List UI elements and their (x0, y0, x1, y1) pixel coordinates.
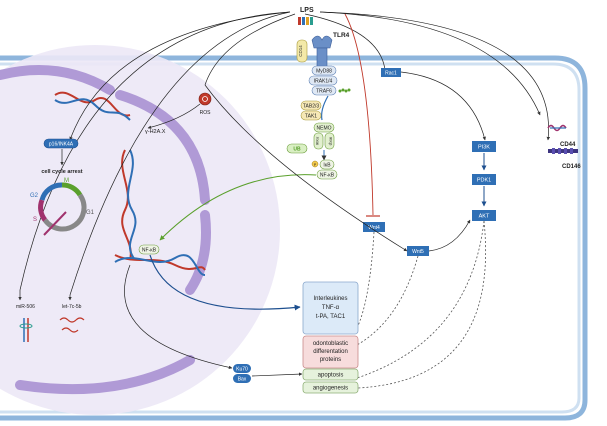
lps-inhibits-wnt4 (344, 13, 380, 217)
svg-text:NEMO: NEMO (317, 126, 332, 132)
nfkb-nuclear-pill: NF-κB (138, 244, 160, 255)
tak1-pill: TAK1 (300, 110, 322, 121)
ub-chain: UB (286, 143, 308, 154)
svg-text:Bax: Bax (238, 377, 247, 383)
svg-text:IKKα: IKKα (315, 136, 320, 145)
lps-molecule: LPS (298, 7, 314, 25)
pi3k-box: PI3K (472, 141, 496, 152)
cd44-label: CD44 (560, 142, 576, 148)
tlr4-label: TLR4 (333, 32, 350, 39)
angiogenesis-box: angiogenesis (302, 381, 359, 394)
cell-membrane (0, 55, 588, 421)
svg-text:IKKβ: IKKβ (329, 137, 334, 146)
svg-text:Wnt5: Wnt5 (412, 249, 424, 255)
svg-text:proteins: proteins (320, 357, 341, 363)
let7-label: let-7c-5b (62, 304, 82, 310)
mir506-label: miR-506 (16, 304, 35, 310)
nfkb-cyto-pill: NF-κB (316, 169, 338, 180)
cd14-label: CD14 (298, 45, 303, 57)
gamma-h2ax-label: γ-H2A.X (145, 129, 166, 135)
ku70-pill: Ku70 (233, 364, 251, 373)
ros-to-h2ax-line (147, 103, 201, 129)
svg-text:PDK1: PDK1 (477, 178, 491, 184)
svg-text:differentation: differentation (313, 349, 348, 355)
svg-text:TRAF6: TRAF6 (316, 89, 332, 95)
cytokines-box: Interleukines TNF-α t-PA, TAC1 (302, 281, 359, 335)
irak-pill: IRAK1/4 (308, 75, 338, 86)
odontoblastic-box: odontoblastic differentation proteins (302, 335, 359, 369)
pdk1-box: PDK1 (472, 174, 496, 185)
dna-strands (54, 91, 206, 276)
traf6-pill: TRAF6 (311, 85, 337, 96)
svg-text:Rac1: Rac1 (385, 71, 397, 77)
phase-g2: G2 (30, 193, 39, 199)
svg-text:NF-κB: NF-κB (320, 173, 335, 179)
phase-m: M (64, 178, 69, 184)
ikka-capsule: IKKα (313, 132, 324, 150)
nfkb-translocation-arrow (159, 174, 317, 241)
lps-connection-lines (19, 11, 551, 296)
wnt4-box: Wnt4 (363, 222, 385, 232)
apoptosis-box: apoptosis (302, 368, 359, 381)
cd44-receptor: CD44 (547, 124, 576, 148)
svg-text:Ku70: Ku70 (236, 367, 248, 373)
ikb-pill: IκB (319, 159, 335, 170)
phase-s: S (33, 217, 37, 223)
dotted-links (356, 220, 486, 389)
svg-text:PI3K: PI3K (478, 145, 490, 151)
ikkb-capsule: IKKβ (324, 132, 335, 150)
phospho-dot: P (311, 160, 319, 168)
cell-cycle-ring: M G2 S G1 (30, 178, 95, 236)
rac1-box: Rac1 (381, 68, 401, 77)
p16-pill: p16/INK4A (43, 138, 79, 149)
lps-to-wnt5-line (204, 84, 408, 252)
svg-text:IκB: IκB (323, 163, 331, 169)
bax-pill: Bax (233, 374, 251, 383)
svg-text:angiogenesis: angiogenesis (313, 386, 348, 392)
ubiquitin-chain (338, 88, 351, 93)
svg-text:IRAK1/4: IRAK1/4 (314, 79, 333, 85)
nemo-pill: NEMO (313, 122, 335, 133)
svg-text:Interleukines: Interleukines (313, 296, 347, 302)
svg-text:TNF-α: TNF-α (322, 305, 340, 311)
svg-text:apoptosis: apoptosis (318, 373, 344, 379)
svg-text:TAB2/3: TAB2/3 (303, 104, 320, 110)
svg-text:MyD88: MyD88 (316, 69, 332, 75)
akt-box: AKT (472, 210, 496, 221)
bax-to-apoptosis-line (251, 372, 303, 377)
svg-text:TAK1: TAK1 (305, 114, 317, 120)
svg-text:odontoblastic: odontoblastic (313, 341, 348, 347)
svg-text:Wnt4: Wnt4 (368, 225, 380, 231)
cd146-receptor: CD146 (548, 148, 581, 170)
dna-to-ku70-line (124, 264, 233, 370)
wnt5-box: Wnt5 (407, 246, 429, 256)
rac1-to-pi3k-line (400, 71, 486, 141)
tab23-pill: TAB2/3 (300, 100, 322, 111)
cd146-label: CD146 (562, 164, 581, 170)
svg-text:p16/INK4A: p16/INK4A (49, 142, 74, 148)
svg-text:t-PA, TAC1: t-PA, TAC1 (316, 314, 346, 320)
svg-text:NF-κB: NF-κB (142, 248, 157, 254)
traf6-to-nemo-line (321, 95, 329, 121)
svg-text:P: P (314, 163, 317, 167)
nfkb-to-cytokines-arrow (149, 254, 301, 311)
ros-bubble: ROS (198, 92, 212, 116)
svg-text:UB: UB (293, 147, 301, 153)
myd88-pill: MyD88 (311, 65, 337, 76)
cd14-capsule (296, 39, 308, 63)
cell-cycle-arrest-label: cell cycle arrest (41, 169, 82, 175)
phase-g1: G1 (86, 210, 95, 216)
svg-text:ROS: ROS (200, 110, 212, 116)
svg-text:AKT: AKT (479, 214, 490, 220)
let7-group: let-7c-5b (59, 295, 85, 333)
tlr4-receptor: TLR4 CD14 (296, 32, 350, 69)
lps-label: LPS (300, 7, 314, 14)
wnt5-to-akt-line (428, 219, 471, 252)
endoplasmic-reticulum (0, 65, 211, 395)
mir506-group: miR-506 (16, 290, 35, 342)
